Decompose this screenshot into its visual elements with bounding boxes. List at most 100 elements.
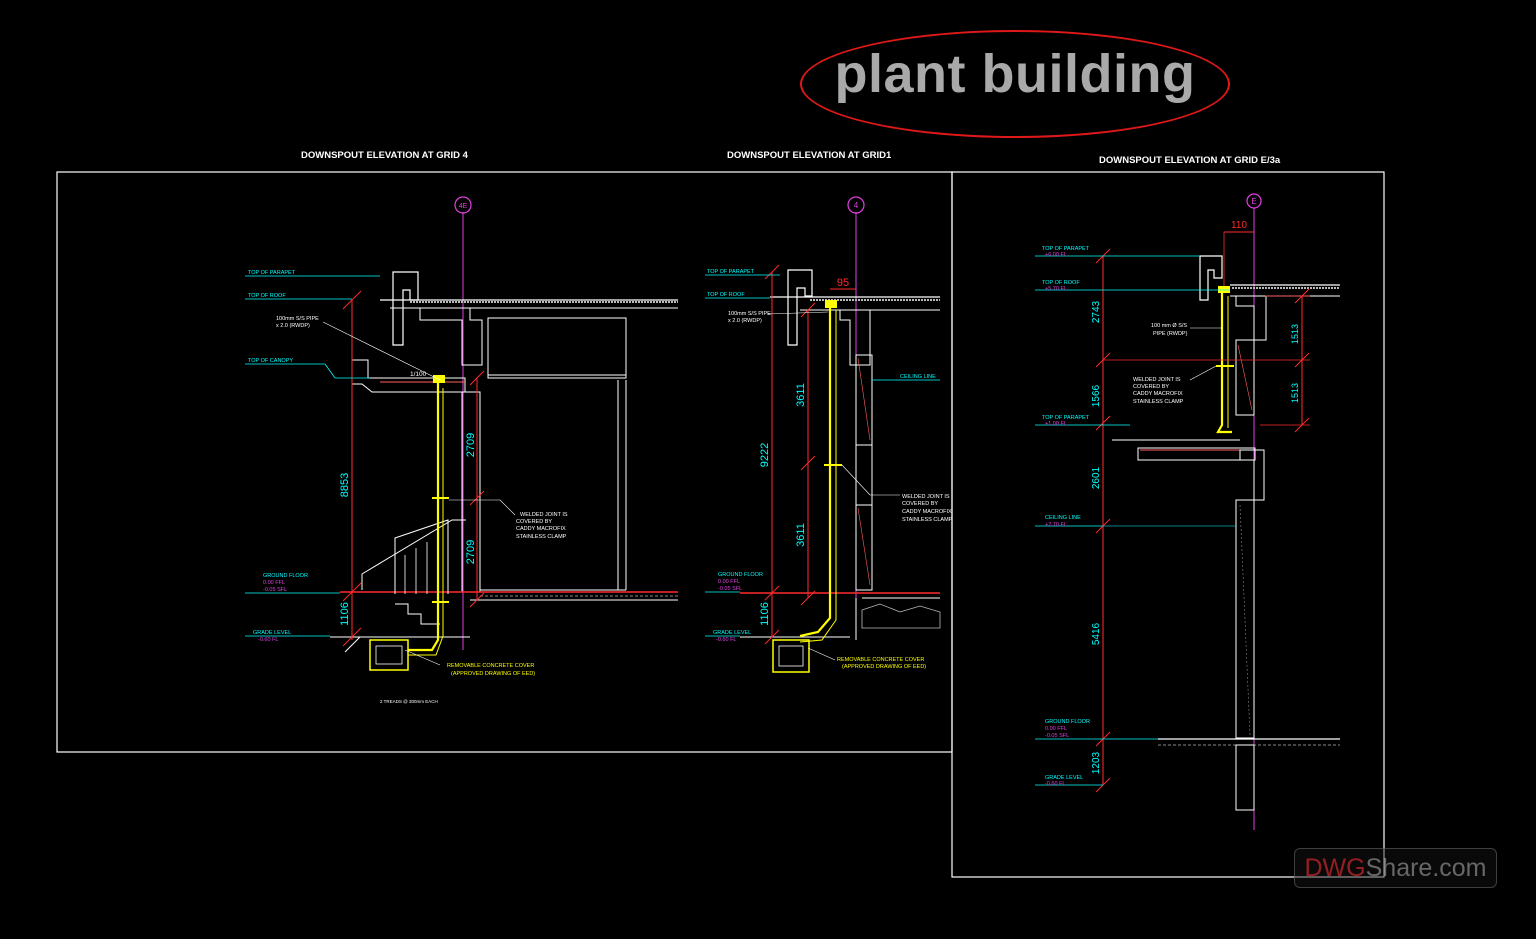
drain-pit-inner	[375, 645, 403, 665]
dim-tick	[1294, 417, 1310, 433]
dim-label: 1203	[1091, 751, 1102, 774]
joint-note: STAINLESS CLAMP	[1133, 399, 1184, 405]
frame-right	[951, 171, 1385, 878]
roof-outlet	[1218, 286, 1230, 293]
sheet-title-grid-1: DOWNSPOUT ELEVATION AT GRID1	[727, 150, 892, 161]
downspout-pipe	[799, 305, 832, 638]
note-leader	[499, 499, 516, 516]
pipe-note: PIPE (RWDP)	[1153, 331, 1188, 337]
canopy	[351, 359, 466, 393]
page-title: plant building	[834, 44, 1196, 104]
level-value: 0.00 FFL	[263, 580, 285, 586]
sheet-title-grid-e3a: DOWNSPOUT ELEVATION AT GRID E/3a	[1099, 155, 1281, 166]
level-value: 0.00 FFL	[718, 579, 740, 585]
cover-note: REMOVABLE CONCRETE COVER	[837, 657, 924, 663]
wall-hatch	[857, 357, 871, 441]
level-value: +5.70 FL	[1045, 286, 1067, 292]
joint-note: COVERED BY	[1133, 384, 1169, 390]
grid-bubble	[1246, 193, 1262, 209]
downspout-pipe-edge	[408, 388, 444, 656]
parapet	[392, 271, 419, 346]
dim-label: 1106	[759, 602, 771, 626]
footing	[1235, 744, 1255, 811]
dim-tick	[342, 582, 362, 602]
joint-note: STAINLESS CLAMP	[902, 517, 953, 523]
pipe-note: 100mm S/S PIPE	[276, 316, 319, 322]
wall	[855, 504, 873, 591]
dim-label: 110	[1231, 220, 1247, 231]
dim-label: 2709	[465, 540, 477, 564]
roof-outlet	[433, 375, 445, 383]
joint-note: CADDY MACROFIX	[902, 509, 952, 515]
stair-treads	[395, 603, 440, 625]
note-leader	[807, 647, 836, 661]
dim-label: 8853	[339, 473, 351, 497]
level-label: GRADE LEVEL	[713, 630, 751, 636]
level-label: TOP OF PARAPET	[1042, 246, 1090, 252]
dim-label: 3611	[795, 523, 807, 547]
level-leader	[324, 363, 336, 379]
level-label: TOP OF CANOPY	[248, 358, 293, 364]
level-value: +6.00 FL	[1045, 252, 1067, 258]
dim-tick	[342, 627, 362, 647]
grid-bubble	[454, 196, 472, 214]
dim-tick	[800, 302, 816, 318]
joint-note: WELDED JOINT IS	[520, 512, 568, 518]
joint-note: CADDY MACROFIX	[1133, 391, 1183, 397]
level-label: TOP OF PARAPET	[248, 270, 296, 276]
level-label: TOP OF ROOF	[248, 293, 286, 299]
dim-label: 2709	[465, 433, 477, 457]
level-value: -0.05 SFL	[263, 587, 287, 593]
dim-label: 5416	[1091, 622, 1102, 645]
dim-label: 2601	[1091, 466, 1102, 489]
dim-tick	[764, 629, 780, 645]
joint-note: STAINLESS CLAMP	[516, 534, 567, 540]
dim-label: 1513	[1290, 324, 1300, 344]
slope-label: 1/100	[410, 371, 427, 378]
drain-pit-inner	[778, 645, 804, 667]
watermark-brand-rest: Share.com	[1365, 854, 1487, 882]
level-label: GROUND FLOOR	[718, 572, 763, 578]
level-label: CEILING LINE	[900, 374, 936, 380]
level-value: -0.60 FL	[716, 637, 736, 643]
pipe-note: 100mm S/S PIPE	[728, 311, 771, 317]
dim-tick	[1294, 352, 1310, 368]
beam	[1235, 295, 1267, 341]
pipe-note: x 2.0 (RWDP)	[276, 323, 310, 329]
wall-hatch	[857, 507, 871, 586]
parapet	[787, 269, 813, 346]
pipe-note: x 2.0 (RWDP)	[728, 318, 762, 324]
downspout-pipe	[408, 382, 440, 652]
wall	[1235, 499, 1255, 739]
beam	[419, 307, 483, 366]
pipe-note: 100 mm Ø S/S	[1151, 323, 1187, 329]
grid-bubble	[847, 196, 865, 214]
title-ellipse	[800, 30, 1230, 138]
dim-label: 1106	[339, 602, 351, 626]
grade-break	[344, 636, 361, 653]
dim-tick	[800, 455, 816, 471]
grid-bubble-label: E	[1251, 197, 1256, 206]
cover-note: REMOVABLE CONCRETE COVER	[447, 663, 534, 669]
note-leader	[841, 464, 871, 496]
note-leader	[322, 321, 441, 381]
watermark-logo: DWGShare.com	[1294, 848, 1497, 888]
wall	[855, 354, 873, 446]
dim-label: 1566	[1091, 384, 1102, 407]
ground-hatch	[861, 603, 941, 629]
note-leader	[767, 311, 829, 315]
level-label: GROUND FLOOR	[1045, 719, 1090, 725]
watermark-brand-red: DWG	[1304, 854, 1366, 882]
level-label: TOP OF PARAPET	[707, 269, 755, 275]
dim-label: 9222	[759, 443, 771, 467]
cover-note: (APPROVED DRAWING OF EED)	[451, 671, 535, 677]
downspout-pipe	[1216, 292, 1232, 434]
level-label: TOP OF ROOF	[707, 292, 745, 298]
level-label: TOP OF ROOF	[1042, 280, 1080, 286]
beam	[1239, 449, 1265, 501]
slab	[1137, 447, 1256, 461]
grid-bubble-label: 4	[854, 201, 859, 210]
joint-note: WELDED JOINT IS	[902, 494, 950, 500]
joint-note: CADDY MACROFIX	[516, 526, 566, 532]
